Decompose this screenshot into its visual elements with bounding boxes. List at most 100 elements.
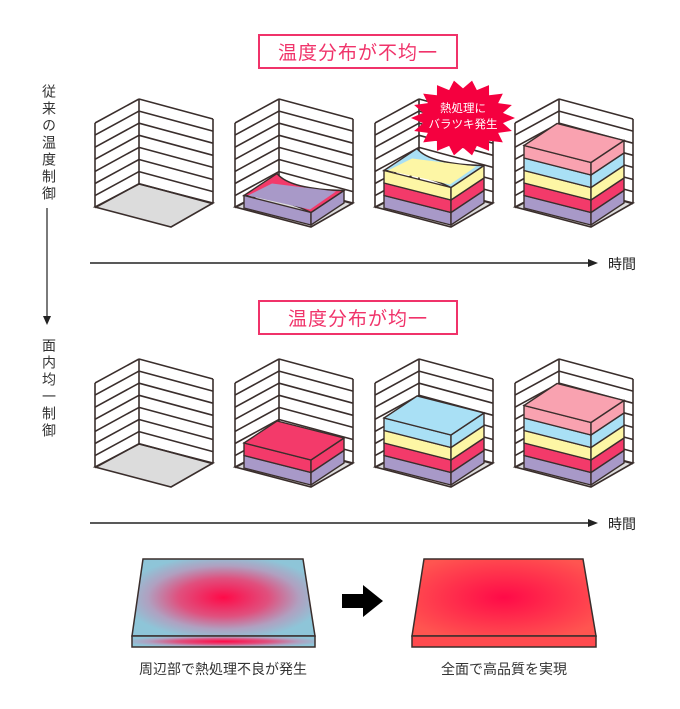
layer-pink-top: [522, 382, 626, 424]
wall-line: [234, 358, 280, 384]
wall-line: [138, 370, 214, 392]
wall-line: [234, 134, 280, 161]
wall-line: [374, 134, 420, 161]
wall-line: [278, 418, 354, 441]
wall-line: [234, 370, 280, 396]
layer-pink-top: [522, 122, 626, 164]
wall-line: [94, 430, 140, 457]
wall-line: [278, 406, 354, 429]
wall-line: [138, 442, 214, 465]
wall-line: [138, 158, 214, 181]
wall-line: [94, 358, 140, 384]
wall-line: [94, 406, 140, 433]
wall-line: [138, 98, 214, 120]
wall-line: [278, 110, 354, 132]
wall-line: [514, 110, 560, 136]
wall-line: [94, 394, 140, 421]
wall-line: [374, 122, 420, 148]
wall-line: [558, 370, 634, 392]
chamber-bottom-3: [372, 358, 496, 488]
plate-uniform: [411, 558, 597, 648]
wall-line: [138, 146, 214, 169]
wall-line: [234, 170, 280, 197]
wall-line: [234, 394, 280, 421]
wall-line: [234, 382, 280, 408]
layer-red-top: [242, 420, 346, 461]
wall-line: [278, 122, 354, 144]
burst-polygon: [411, 80, 515, 156]
chamber-top-4: [512, 98, 636, 228]
time-label-top: 時間: [608, 257, 636, 273]
timeline-arrow-bottom: [90, 519, 598, 527]
side-label-uniform: 面内均一制御: [40, 338, 56, 440]
wall-line: [138, 430, 214, 453]
wall-line: [94, 98, 140, 124]
wall-line: [138, 418, 214, 441]
wall-line: [94, 382, 140, 408]
wall-line: [278, 370, 354, 392]
side-label-conventional: 従来の温度制御: [40, 84, 56, 203]
chamber-top-1: [92, 98, 216, 228]
wall-line: [514, 358, 560, 384]
wall-line: [234, 146, 280, 173]
wall-line: [374, 382, 420, 408]
wall-line: [374, 110, 420, 136]
wall-line: [94, 122, 140, 148]
right-arrow-icon: [342, 585, 383, 617]
chamber-top-3: [372, 98, 496, 228]
wall-line: [558, 98, 634, 120]
wall-line: [234, 418, 280, 445]
wall-line: [138, 182, 214, 205]
wall-line: [558, 358, 634, 380]
title-uneven-distribution: 温度分布が不均一: [258, 34, 458, 69]
wall-line: [278, 158, 354, 181]
timeline-arrow-top: [90, 259, 598, 267]
wall-line: [234, 122, 280, 148]
wall-line: [278, 170, 354, 193]
wall-line: [418, 382, 494, 404]
wall-line: [94, 146, 140, 173]
chamber-bottom-2: [232, 358, 356, 488]
wall-line: [138, 382, 214, 404]
chambers: [92, 98, 636, 488]
layer-blue-top: [382, 395, 486, 436]
wall-line: [558, 110, 634, 132]
wall-line: [278, 394, 354, 417]
chamber-top-2: [232, 98, 356, 228]
wall-line: [234, 98, 280, 124]
chamber-floor: [92, 183, 216, 228]
wall-line: [374, 98, 420, 124]
wall-line: [374, 358, 420, 384]
wall-line: [138, 170, 214, 193]
wall-line: [94, 442, 140, 469]
time-label-bottom: 時間: [608, 517, 636, 533]
wall-line: [94, 110, 140, 136]
wall-line: [138, 406, 214, 429]
burst-shape: [411, 80, 515, 156]
wall-line: [278, 146, 354, 169]
wall-line: [94, 170, 140, 197]
wall-line: [418, 370, 494, 392]
wall-line: [138, 358, 214, 380]
plate-uneven: [131, 558, 316, 648]
burst-text: 熱処理に バラツキ発生: [418, 100, 508, 132]
layer-top-inner: [248, 183, 336, 210]
chamber-floor: [92, 443, 216, 488]
wall-line: [94, 182, 140, 209]
wall-line: [138, 122, 214, 144]
burst-line-1: 熱処理に: [440, 101, 486, 115]
wall-line: [418, 358, 494, 380]
wall-line: [138, 110, 214, 132]
side-down-arrow: [43, 208, 51, 325]
caption-uneven: 周辺部で熱処理不良が発生: [139, 662, 307, 678]
wall-line: [278, 98, 354, 120]
wall-line: [278, 134, 354, 157]
wall-line: [234, 110, 280, 136]
wall-line: [278, 358, 354, 380]
wall-line: [94, 158, 140, 185]
wall-line: [234, 406, 280, 433]
wall-line: [138, 394, 214, 417]
caption-uniform: 全面で高品質を実現: [441, 662, 567, 678]
wall-line: [94, 134, 140, 161]
wall-line: [418, 146, 494, 169]
